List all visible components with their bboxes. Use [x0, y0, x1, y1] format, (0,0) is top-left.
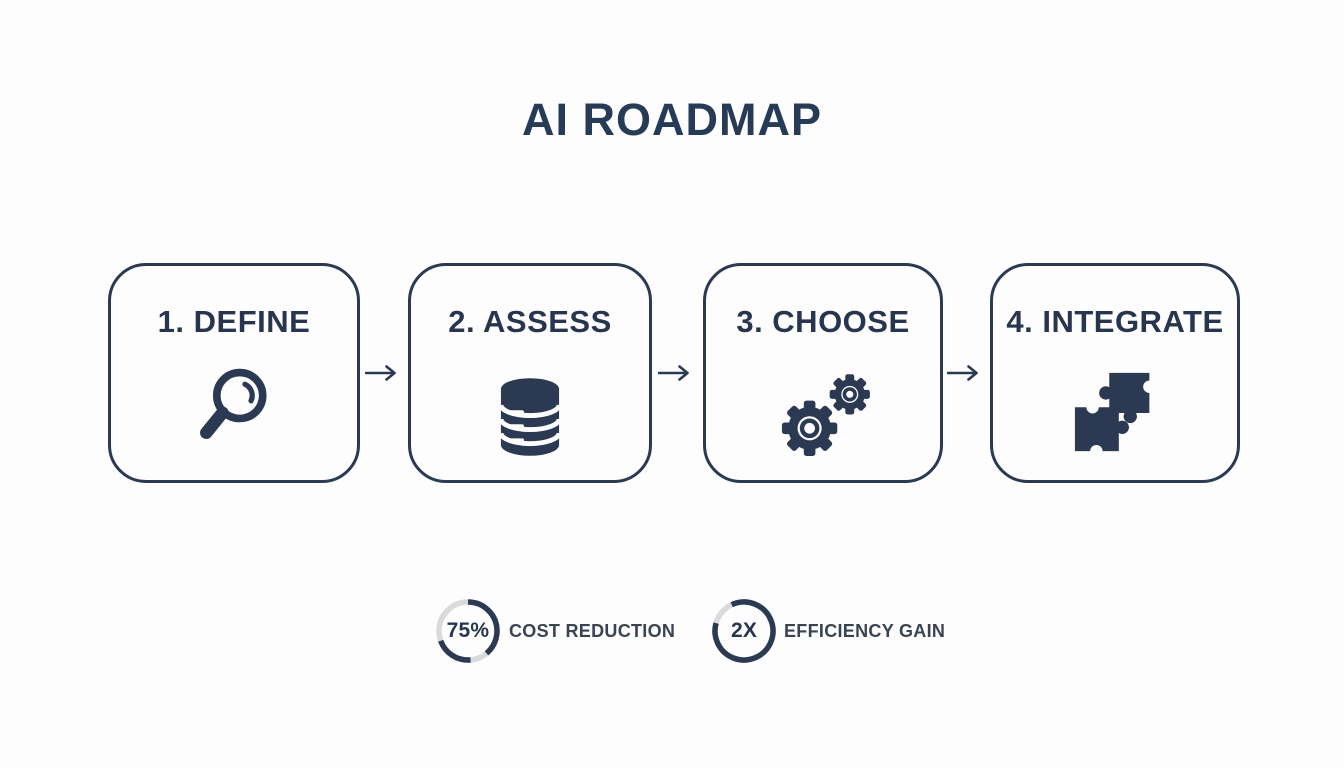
stat-value: 2X	[730, 619, 758, 642]
arrow-right-icon	[364, 364, 403, 387]
step-box-integrate: 4. INTEGRATE	[990, 263, 1240, 483]
step-box-choose: 3. CHOOSE	[703, 263, 943, 483]
step-label: 4. INTEGRATE	[1006, 304, 1224, 339]
magnifier-icon	[190, 363, 278, 456]
database-icon	[498, 376, 562, 463]
cost-reduction-ring: 75%	[433, 596, 503, 666]
step-box-define: 1. DEFINE	[108, 263, 360, 483]
arrow-right-icon	[657, 364, 696, 387]
gears-icon	[773, 367, 873, 466]
stat-label: COST REDUCTION	[509, 620, 676, 641]
efficiency-gain-ring: 2X	[709, 596, 779, 666]
puzzle-icon	[1073, 371, 1157, 460]
page-title: AI ROADMAP	[522, 94, 822, 145]
arrow-right-icon	[946, 364, 985, 387]
step-label: 3. CHOOSE	[736, 304, 910, 339]
step-label: 1. DEFINE	[157, 304, 311, 339]
stat-label: EFFICIENCY GAIN	[784, 620, 946, 641]
stat-value: 75%	[446, 619, 490, 642]
step-label: 2. ASSESS	[448, 304, 612, 339]
step-box-assess: 2. ASSESS	[408, 263, 652, 483]
